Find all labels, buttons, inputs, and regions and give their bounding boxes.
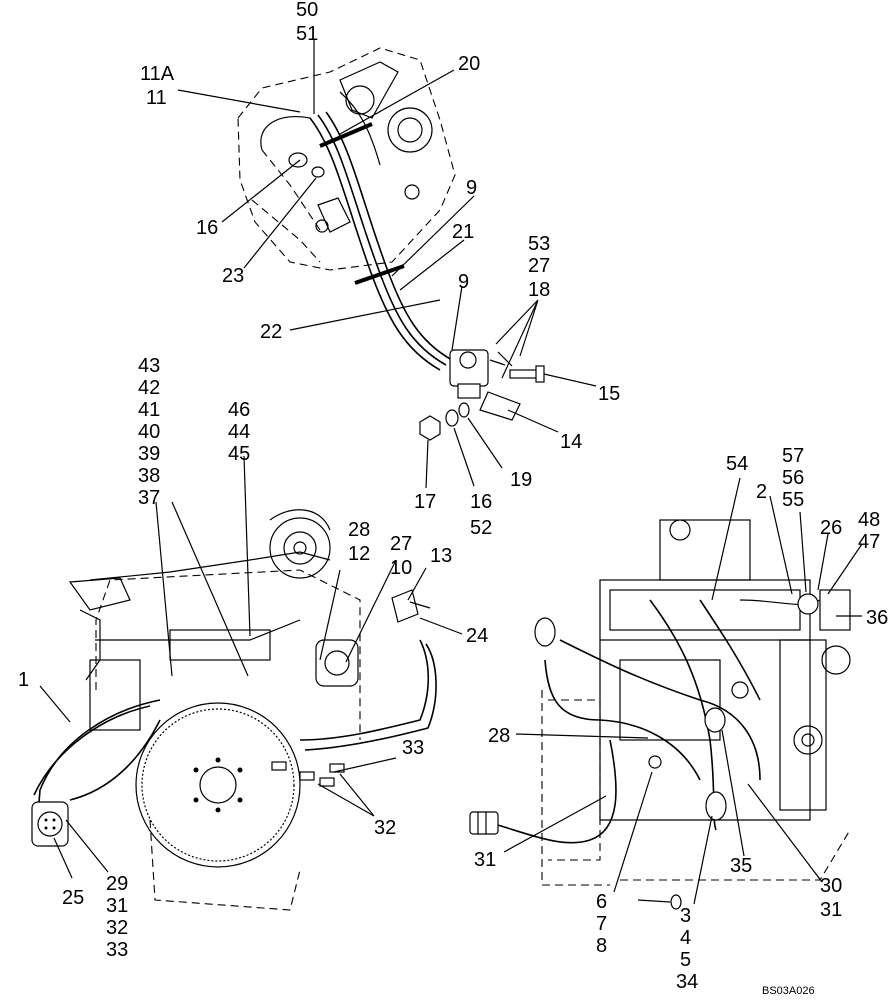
callout: 21 <box>452 221 474 243</box>
callout: 53 <box>528 233 550 255</box>
callout: 5 <box>680 949 691 971</box>
callout: 31 <box>106 895 128 917</box>
callout: 18 <box>528 279 550 301</box>
callout: 16 <box>196 217 218 239</box>
callout: 32 <box>374 817 396 839</box>
callout: 47 <box>858 531 880 553</box>
callout-labels: 50 51 11A 11 20 16 23 9 21 22 53 27 18 9… <box>18 0 888 993</box>
callout: 20 <box>458 53 480 75</box>
figure-code: BS03A026 <box>762 985 815 997</box>
callout: 28 <box>488 725 510 747</box>
top-detail-view <box>237 47 545 441</box>
callout: 8 <box>596 935 607 957</box>
callout: 19 <box>510 469 532 491</box>
leader-lines <box>39 40 863 905</box>
callout: 28 <box>348 519 370 541</box>
callout: 12 <box>348 543 370 565</box>
callout: 51 <box>296 23 318 45</box>
left-engine-view <box>31 509 437 911</box>
callout: 9 <box>466 177 477 199</box>
callout: 57 <box>782 445 804 467</box>
callout: 4 <box>680 927 691 949</box>
callout: 40 <box>138 421 160 443</box>
callout: 33 <box>402 737 424 759</box>
callout: 42 <box>138 377 160 399</box>
callout: 2 <box>756 481 767 503</box>
callout: 25 <box>62 887 84 909</box>
callout: 9 <box>458 271 469 293</box>
callout: 52 <box>470 517 492 539</box>
callout: 16 <box>470 491 492 513</box>
callout: 1 <box>18 669 29 691</box>
callout: 46 <box>228 399 250 421</box>
callout: 32 <box>106 917 128 939</box>
callout: 35 <box>730 855 752 877</box>
right-engine-view <box>469 519 851 910</box>
callout: 13 <box>430 545 452 567</box>
callout: 55 <box>782 489 804 511</box>
callout: 48 <box>858 509 880 531</box>
callout: 50 <box>296 0 318 21</box>
callout: 56 <box>782 467 804 489</box>
callout: 44 <box>228 421 250 443</box>
callout: 10 <box>390 557 412 579</box>
callout: 7 <box>596 913 607 935</box>
callout: 38 <box>138 465 160 487</box>
callout: 14 <box>560 431 582 453</box>
callout: 26 <box>820 517 842 539</box>
callout: 11 <box>146 87 167 109</box>
callout: 34 <box>676 971 698 993</box>
callout: 24 <box>466 625 488 647</box>
callout: 39 <box>138 443 160 465</box>
callout: 6 <box>596 891 607 913</box>
callout: 29 <box>106 873 128 895</box>
callout: 36 <box>866 607 888 629</box>
callout: 27 <box>390 533 412 555</box>
callout: 37 <box>138 487 160 509</box>
callout: 41 <box>138 399 160 421</box>
callout: 15 <box>598 383 620 405</box>
callout: 3 <box>680 905 691 927</box>
callout: 33 <box>106 939 128 961</box>
callout: 43 <box>138 355 160 377</box>
callout: 45 <box>228 443 250 465</box>
callout: 31 <box>820 899 842 921</box>
callout: 30 <box>820 875 842 897</box>
callout: 54 <box>726 453 748 475</box>
callout: 17 <box>414 491 436 513</box>
callout: 27 <box>528 255 550 277</box>
callout: 23 <box>222 265 244 287</box>
callout: 22 <box>260 321 282 343</box>
callout: 31 <box>474 849 496 871</box>
callout: 11A <box>140 63 175 85</box>
